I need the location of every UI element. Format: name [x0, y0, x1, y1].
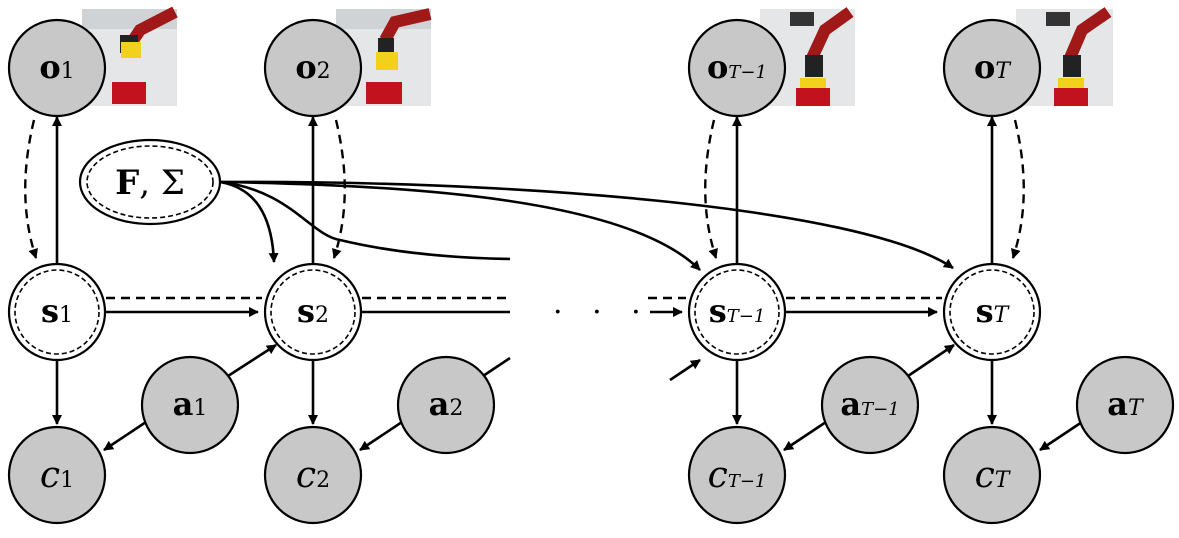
params-node: F, Σ	[78, 138, 222, 226]
svg-text:cT−1: cT−1	[708, 455, 767, 496]
ellipsis: · · ·	[553, 295, 651, 330]
node-s1: s1	[7, 262, 107, 362]
svg-text:oT: oT	[974, 48, 1012, 86]
node-a1: a1	[140, 355, 240, 455]
params-label: F, Σ	[115, 163, 185, 203]
svg-text:o2: o2	[295, 48, 330, 86]
edges-cost	[52, 360, 997, 425]
svg-text:o1: o1	[39, 48, 74, 86]
edges-action	[103, 343, 1089, 452]
svg-text:oT−1: oT−1	[707, 48, 767, 86]
node-aT1: aT−1	[820, 355, 920, 455]
svg-text:sT: sT	[976, 292, 1011, 330]
node-o2: o2	[263, 18, 363, 118]
node-oT1: oT−1	[687, 18, 787, 118]
svg-text:s1: s1	[41, 292, 73, 330]
node-c2: c2	[263, 425, 363, 525]
node-o1: o1	[7, 18, 107, 118]
node-c1: c1	[7, 425, 107, 525]
node-s2: s2	[263, 262, 363, 362]
svg-text:a1: a1	[173, 385, 208, 423]
edges-observation	[24, 116, 1025, 264]
node-aT: aT	[1075, 355, 1175, 455]
node-sT1: sT−1	[687, 262, 787, 362]
svg-text:cT: cT	[975, 455, 1012, 496]
svg-text:aT: aT	[1107, 385, 1145, 423]
edges-parameters	[219, 180, 954, 271]
svg-text:c2: c2	[296, 455, 330, 496]
svg-text:s2: s2	[297, 292, 329, 330]
svg-text:sT−1: sT−1	[709, 292, 766, 330]
svg-text:a2: a2	[429, 385, 464, 423]
svg-text:aT−1: aT−1	[840, 385, 899, 423]
node-a2: a2	[396, 355, 496, 455]
edges-transition	[106, 296, 942, 317]
node-sT: sT	[942, 262, 1042, 362]
node-cT: cT	[942, 425, 1042, 525]
node-cT1: cT−1	[687, 425, 787, 525]
svg-text:c1: c1	[40, 455, 74, 496]
node-oT: oT	[942, 18, 1042, 118]
